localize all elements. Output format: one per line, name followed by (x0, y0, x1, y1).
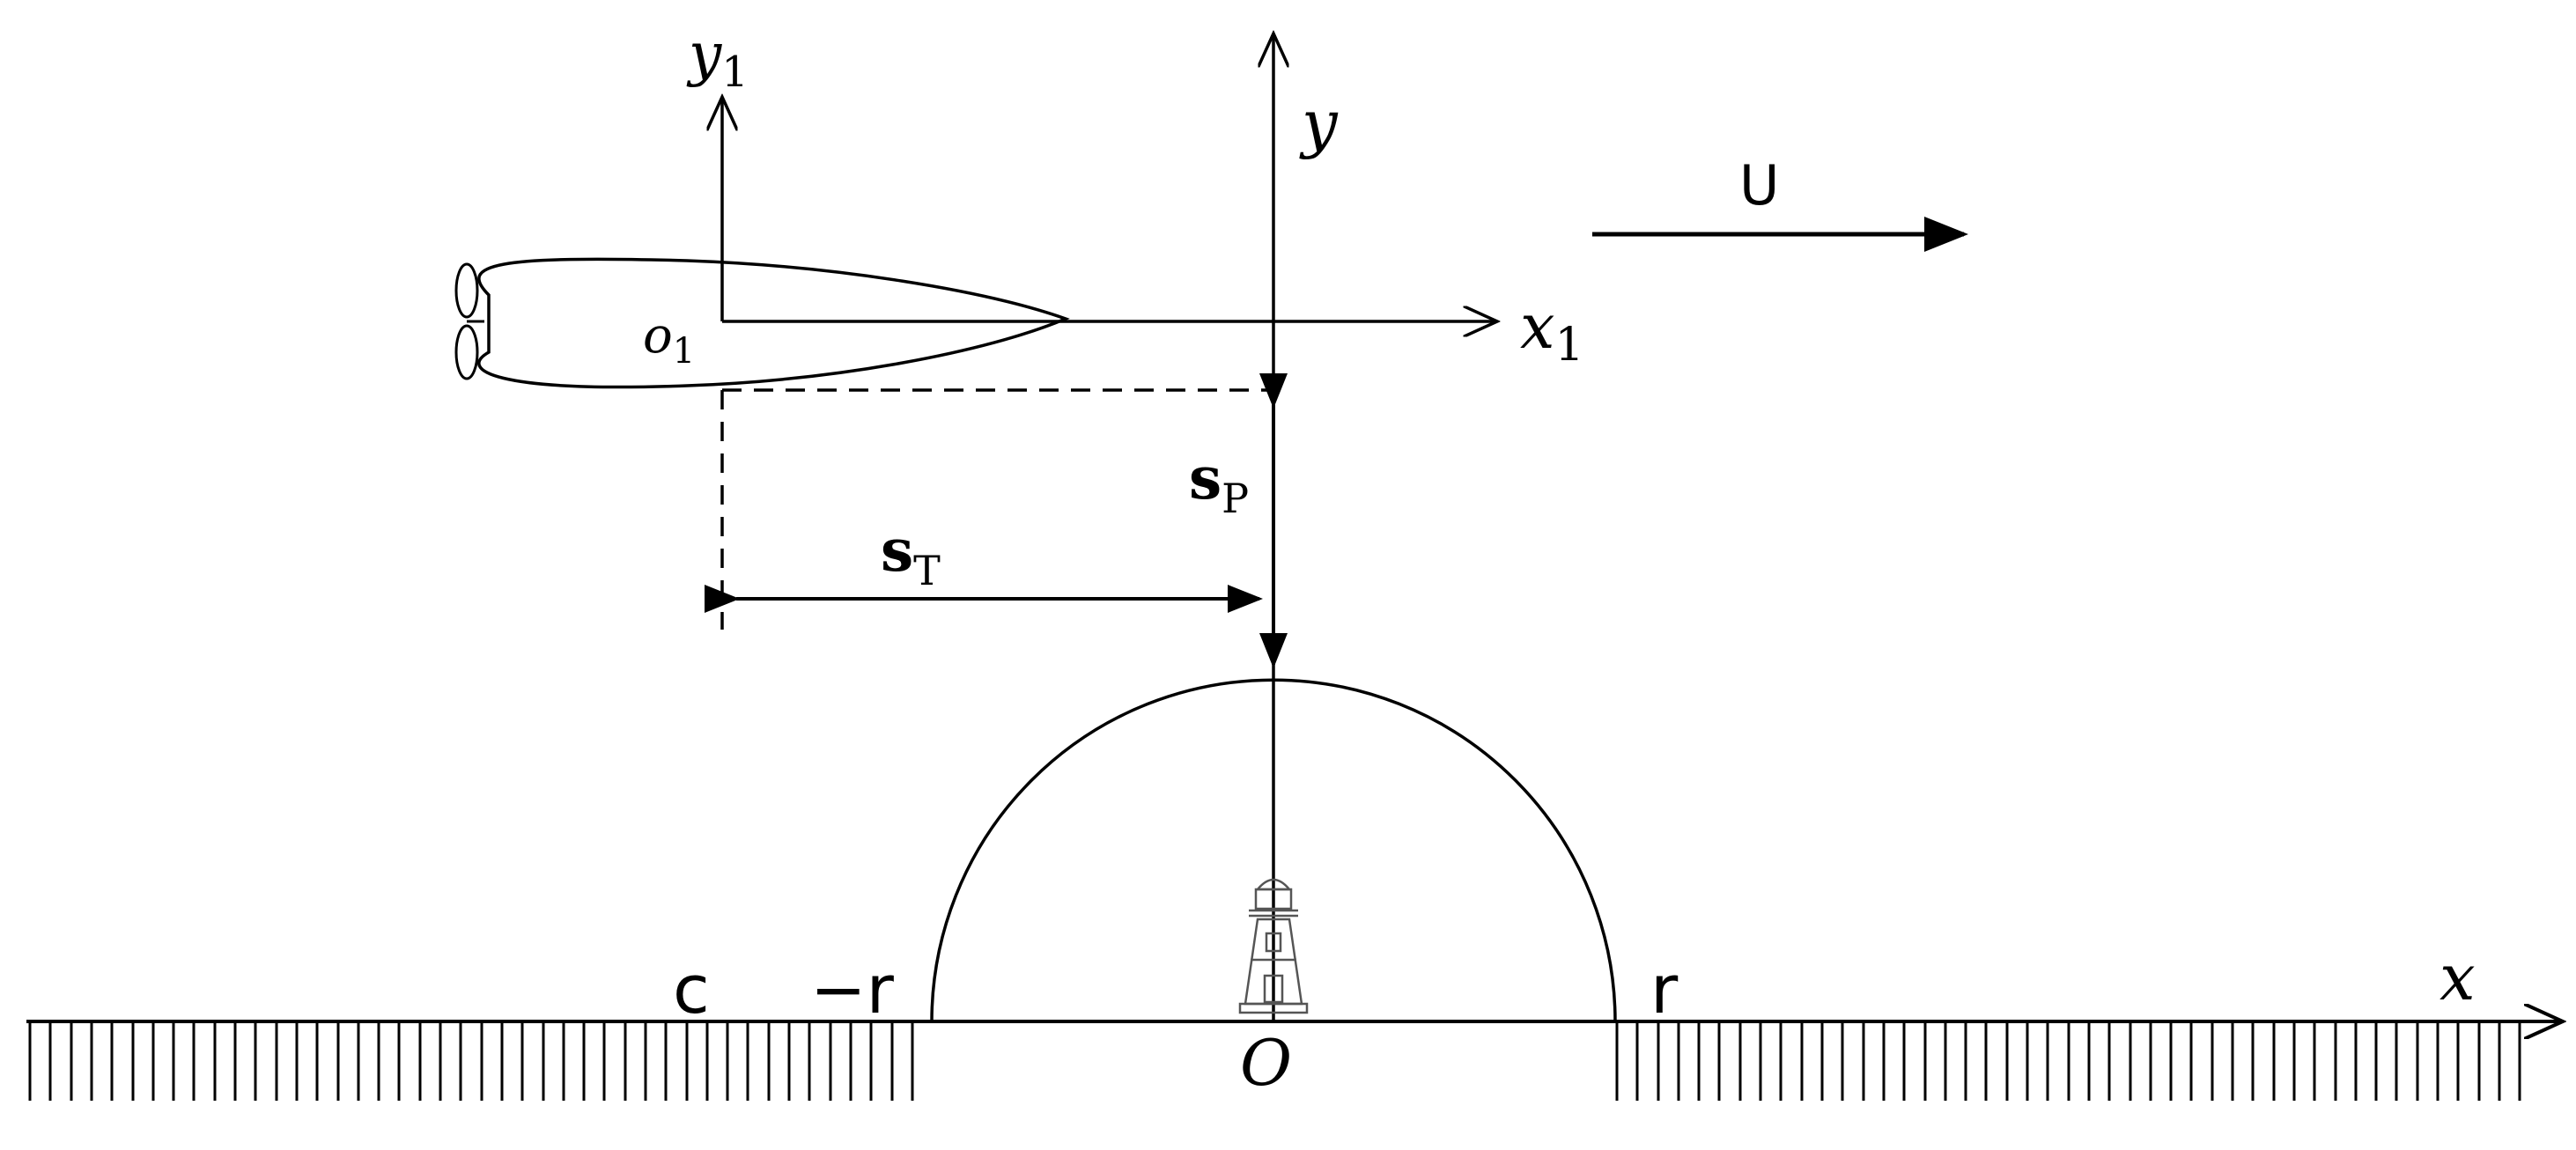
ground-label-c: c (673, 950, 710, 1028)
lighthouse-icon (1238, 878, 1309, 1014)
o1-label: o1 (643, 307, 695, 372)
submarine-icon (454, 257, 1070, 389)
ground-label-r: r (1650, 950, 1679, 1028)
y-axis-label: y (1299, 86, 1339, 160)
x-axis-label: x (2439, 940, 2476, 1014)
ground-label-neg-r: −r (810, 950, 895, 1028)
flow-label: U (1739, 153, 1779, 217)
ground-hatching (28, 1021, 2521, 1101)
st-label: sT (881, 516, 941, 594)
y1-axis-label: y1 (686, 20, 749, 97)
x1-axis-label: x1 (1520, 291, 1584, 372)
origin-label: O (1240, 1026, 1292, 1100)
sp-label: sP (1189, 444, 1249, 522)
